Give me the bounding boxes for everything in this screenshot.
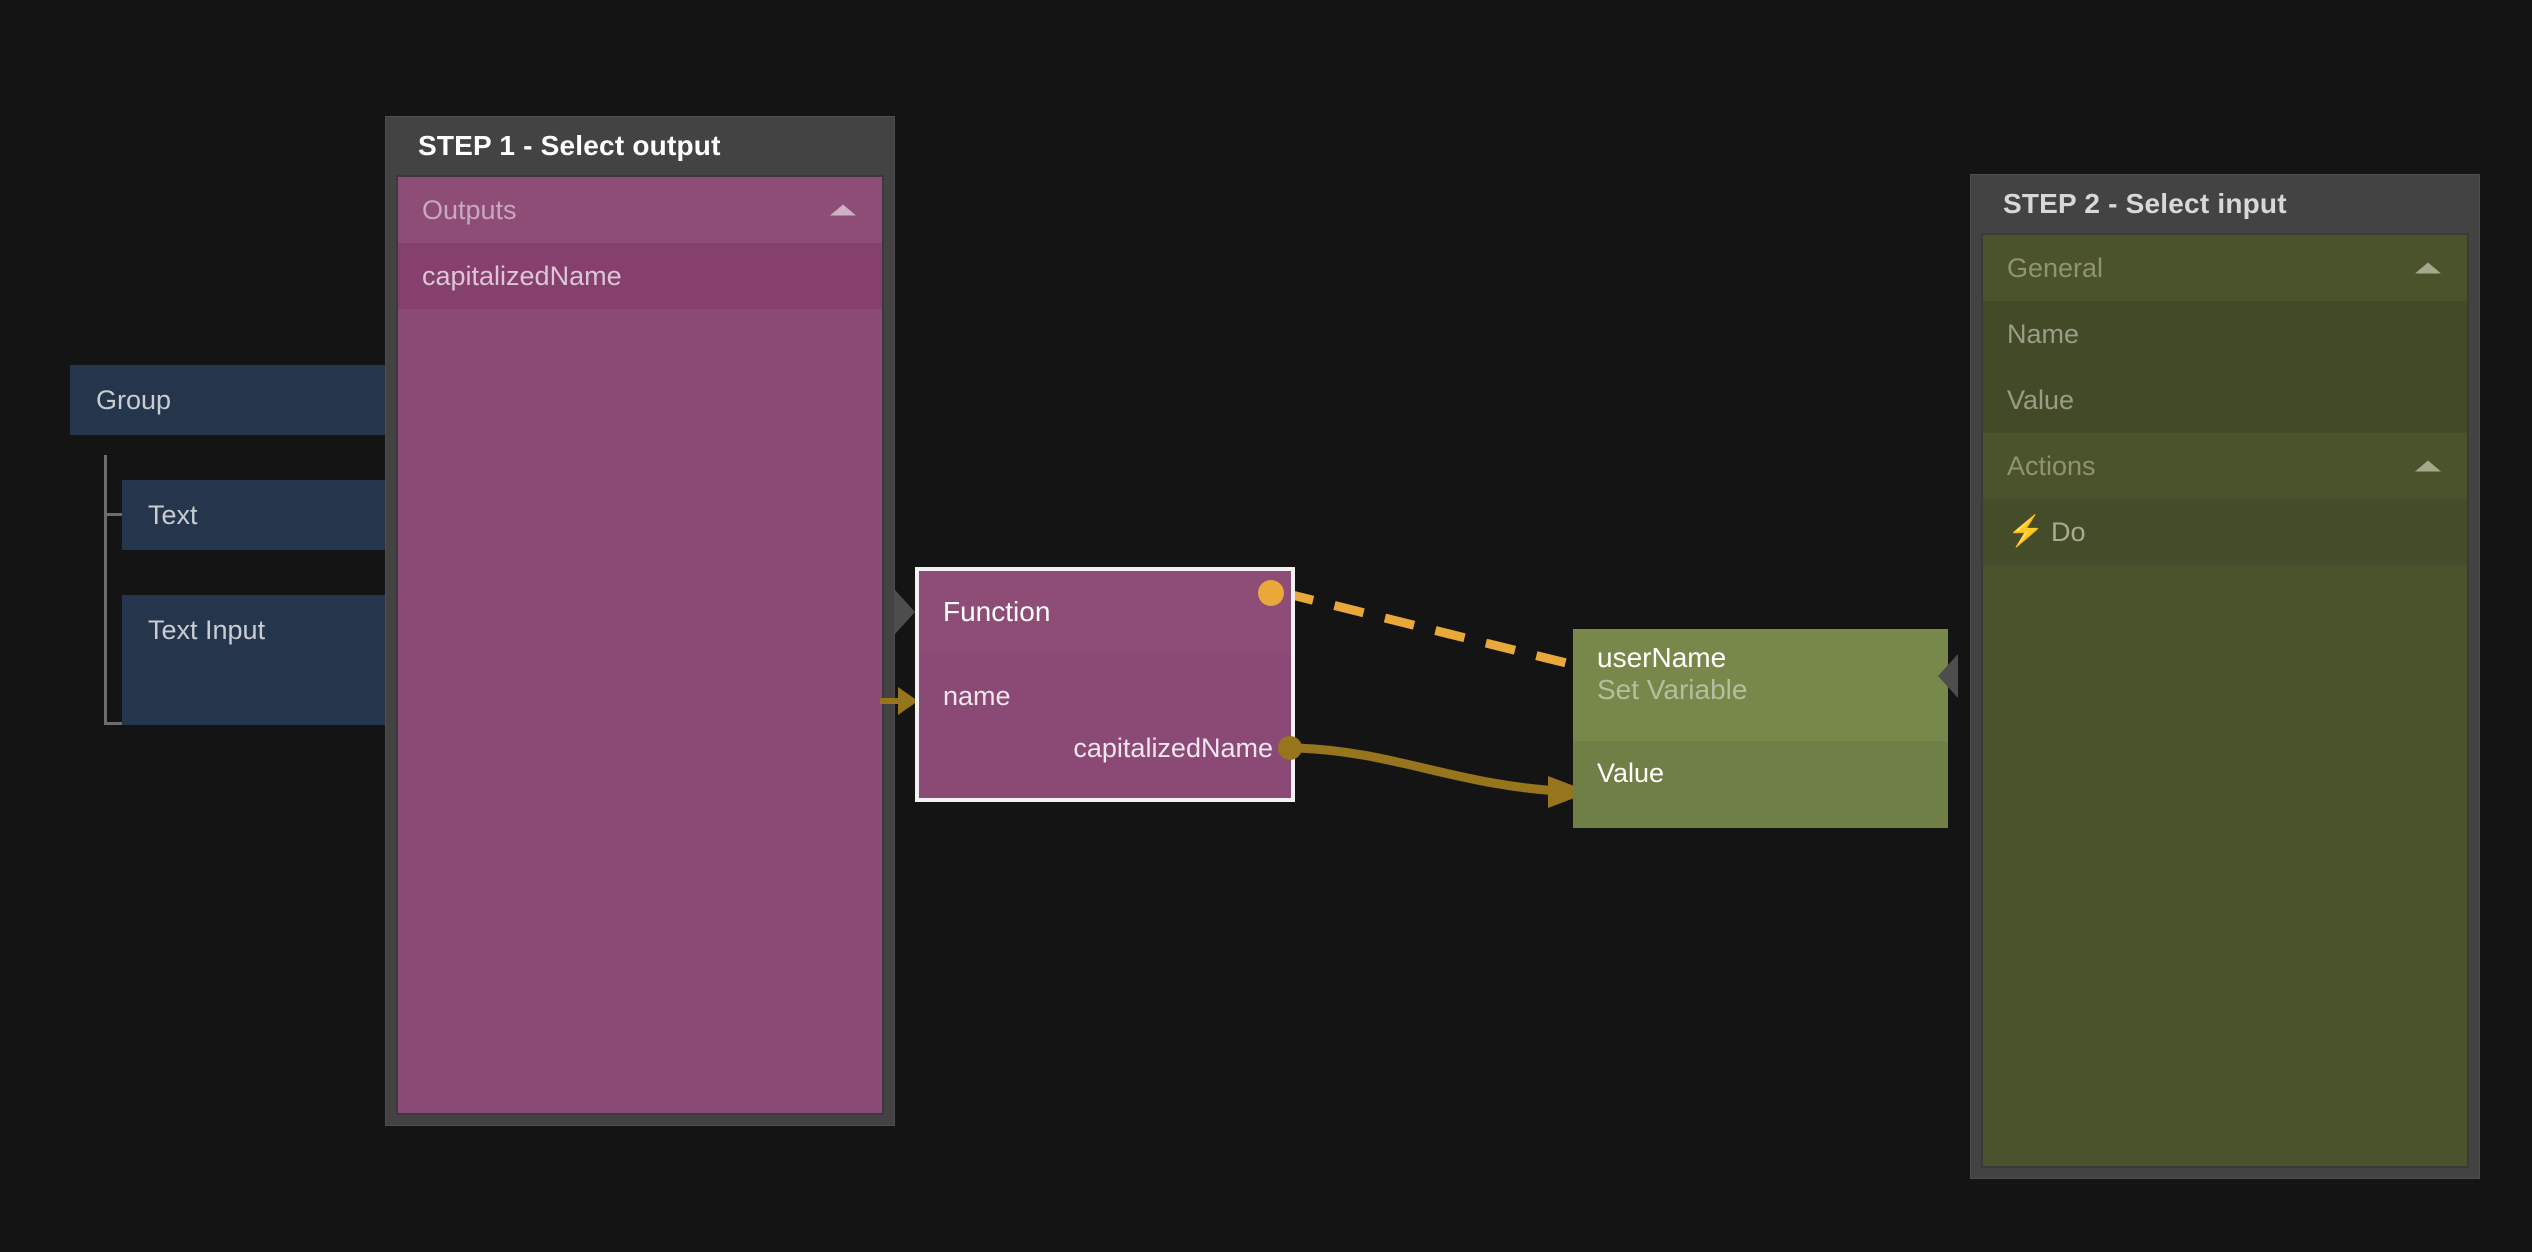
set-variable-node[interactable]: userName Set Variable Value	[1573, 629, 1948, 828]
step1-output-item-capitalizedname[interactable]: capitalizedName	[398, 243, 882, 309]
tree-item-label: Group	[96, 384, 172, 415]
section-label: Actions	[2007, 450, 2096, 481]
step2-input-item-value[interactable]: Value	[1983, 367, 2467, 433]
step1-section-header-outputs[interactable]: Outputs	[398, 177, 882, 243]
step2-list[interactable]: General Name Value Actions ⚡ Do	[1981, 233, 2469, 1168]
tree-connector-branch-1	[104, 513, 122, 516]
chevron-up-icon[interactable]	[2415, 262, 2441, 274]
tree-item-filler	[122, 665, 400, 725]
step2-input-item-name[interactable]: Name	[1983, 301, 2467, 367]
function-output-label-capitalizedname: capitalizedName	[1073, 733, 1273, 763]
tree-item-label: Text Input	[148, 614, 266, 645]
tree-item-text[interactable]: Text	[122, 480, 400, 550]
set-variable-input-label-value: Value	[1597, 758, 1665, 788]
step2-exec-input-port[interactable]	[1938, 654, 1958, 698]
step1-title: STEP 1 - Select output	[418, 130, 721, 161]
section-label: General	[2007, 252, 2104, 283]
function-data-output-port[interactable]	[1278, 736, 1302, 760]
tree-connector-branch-2	[104, 722, 122, 725]
data-edge-solid	[1297, 743, 1579, 797]
step2-title: STEP 2 - Select input	[2003, 188, 2287, 219]
function-node-header: Function	[919, 571, 1291, 653]
tree-connector-vertical	[104, 455, 107, 725]
step2-section-header-actions[interactable]: Actions	[1983, 433, 2467, 499]
function-exec-input-port[interactable]	[895, 590, 915, 634]
tree-item-label: Text	[148, 499, 198, 530]
step2-panel[interactable]: STEP 2 - Select input General Name Value…	[1970, 174, 2480, 1179]
step1-panel[interactable]: STEP 1 - Select output Outputs capitaliz…	[385, 116, 895, 1126]
tree-item-group[interactable]: Group	[70, 365, 400, 435]
action-item-label: Do	[2051, 516, 2086, 547]
chevron-up-icon[interactable]	[2415, 460, 2441, 472]
set-variable-node-header: userName Set Variable	[1573, 629, 1948, 741]
step1-list[interactable]: Outputs capitalizedName	[396, 175, 884, 1115]
function-node[interactable]: Function name capitalizedName	[915, 567, 1295, 802]
input-item-label: Value	[2007, 384, 2075, 415]
input-item-label: Name	[2007, 318, 2080, 349]
set-variable-node-body: Value	[1573, 741, 1948, 828]
lightning-bolt-icon: ⚡	[2007, 515, 2045, 548]
step2-section-header-general[interactable]: General	[1983, 235, 2467, 301]
output-item-label: capitalizedName	[422, 260, 622, 291]
tree-item-text-input[interactable]: Text Input	[122, 595, 400, 665]
component-tree: Group Text Text Input	[70, 365, 400, 765]
section-label: Outputs	[422, 194, 517, 225]
function-input-label-name: name	[943, 681, 1011, 711]
function-node-title: Function	[943, 596, 1051, 627]
function-name-input-port[interactable]	[898, 687, 918, 715]
name-input-stub	[880, 698, 902, 704]
step2-action-item-do[interactable]: ⚡ Do	[1983, 499, 2467, 565]
chevron-up-icon[interactable]	[830, 204, 856, 216]
set-variable-node-subtitle: Set Variable	[1597, 674, 1748, 706]
function-exec-output-port[interactable]	[1258, 580, 1284, 606]
set-variable-node-title: userName	[1597, 642, 1727, 673]
